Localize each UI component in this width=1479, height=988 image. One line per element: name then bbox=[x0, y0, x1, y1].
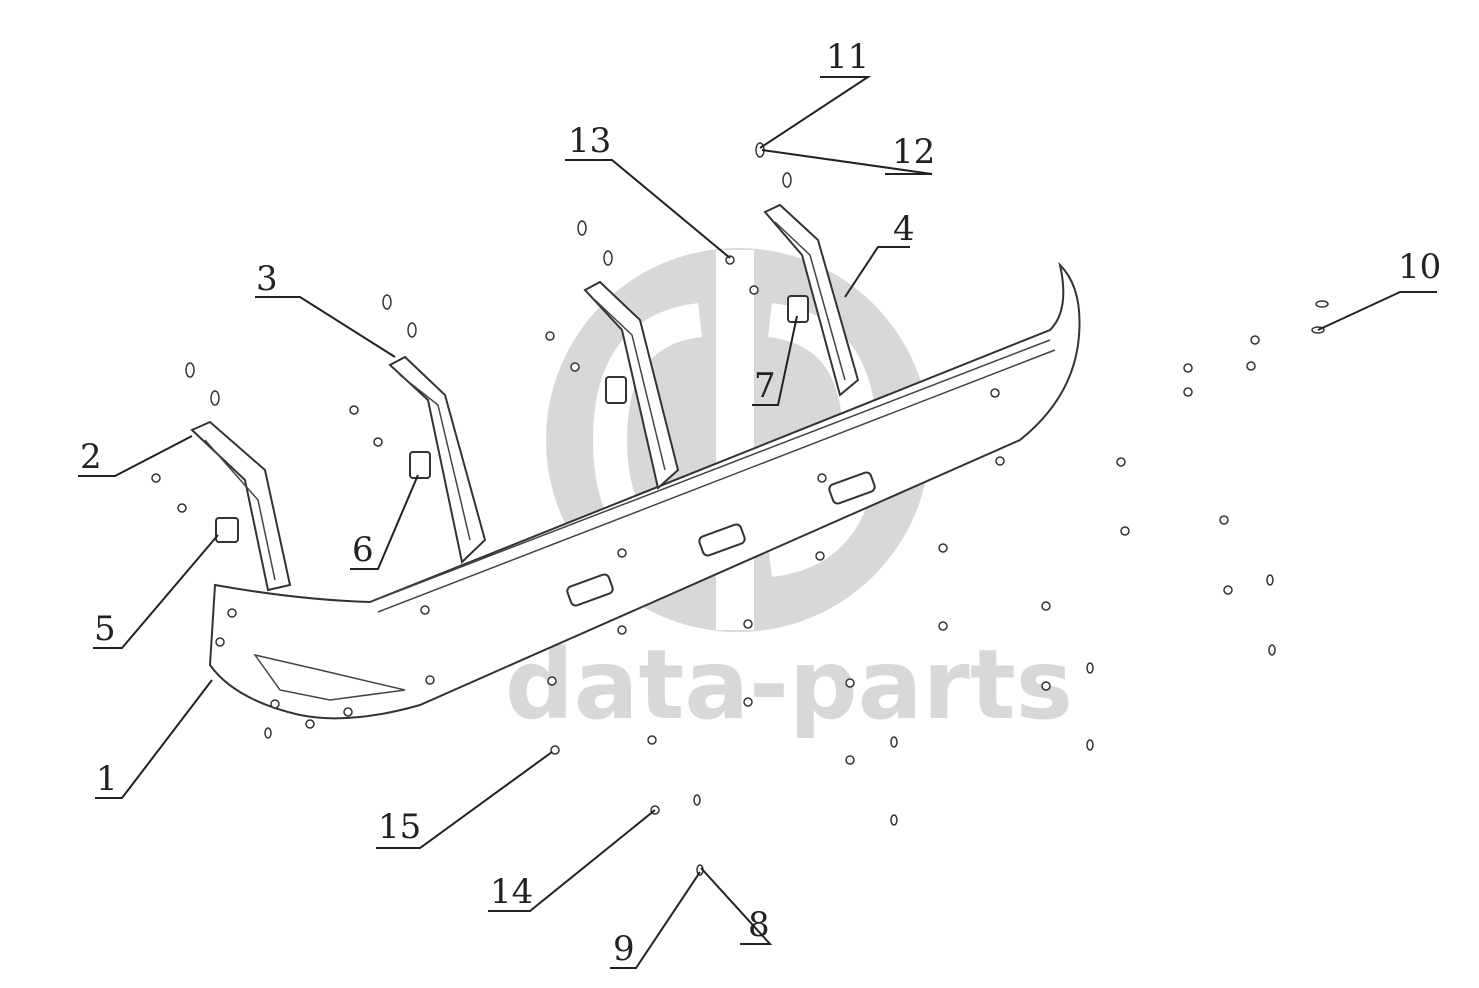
fasteners bbox=[151, 142, 1329, 876]
callout-9: 9 bbox=[613, 929, 635, 969]
callout-10: 10 bbox=[1398, 247, 1441, 287]
callout-7: 7 bbox=[754, 366, 776, 406]
callout-6: 6 bbox=[352, 530, 374, 570]
leader-lines bbox=[78, 76, 1437, 969]
callout-13: 13 bbox=[568, 121, 611, 161]
callout-12: 12 bbox=[892, 132, 935, 172]
bracket-part-4 bbox=[763, 203, 860, 397]
pad-part-5 bbox=[215, 517, 239, 543]
pad-part-7 bbox=[787, 295, 809, 323]
callout-4: 4 bbox=[893, 209, 915, 249]
callout-14: 14 bbox=[490, 872, 533, 912]
bumper-part bbox=[208, 261, 1081, 720]
watermark-text: data-parts bbox=[505, 629, 1073, 741]
callout-2: 2 bbox=[80, 437, 102, 477]
callout-11: 11 bbox=[826, 37, 869, 77]
callout-8: 8 bbox=[748, 905, 770, 945]
bracket-part-middle bbox=[583, 280, 680, 490]
bracket-part-2 bbox=[190, 420, 292, 592]
callout-1: 1 bbox=[96, 759, 118, 799]
callout-5: 5 bbox=[94, 609, 116, 649]
bracket-part-3 bbox=[388, 355, 487, 564]
pad-part-middle bbox=[605, 376, 627, 404]
callout-3: 3 bbox=[256, 259, 278, 299]
callout-15: 15 bbox=[378, 807, 421, 847]
pad-part-6 bbox=[409, 451, 431, 479]
